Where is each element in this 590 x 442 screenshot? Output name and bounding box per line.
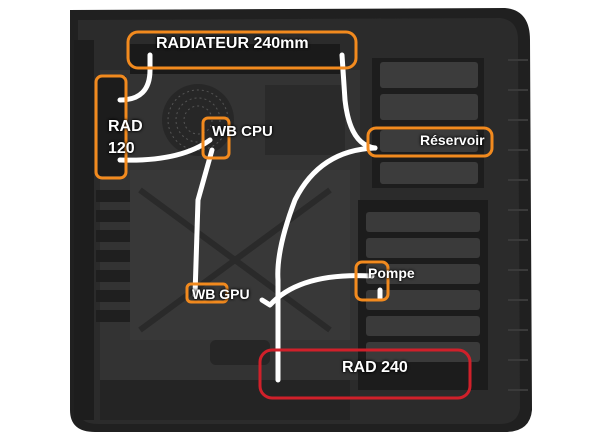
highlight-wb-gpu (185, 282, 229, 304)
component-highlights (94, 30, 494, 400)
highlight-wb-cpu (201, 116, 231, 160)
label-pump: Pompe (368, 265, 415, 281)
highlight-top-radiator (126, 30, 358, 70)
label-rad120-line1: RAD (108, 118, 143, 135)
highlight-reservoir (366, 126, 494, 158)
label-top-radiator: RADIATEUR 240mm (156, 35, 309, 52)
front-bezel-ribs (508, 59, 528, 391)
highlight-rad120 (94, 74, 128, 180)
label-reservoir: Réservoir (420, 132, 485, 148)
label-wb-gpu: WB GPU (192, 286, 250, 302)
label-bottom-radiator: RAD 240 (342, 359, 408, 376)
label-wb-cpu: WB CPU (212, 123, 273, 140)
rear-panel-edge (74, 40, 94, 420)
label-rad120: RAD 120 (108, 116, 143, 160)
highlight-rad240 (258, 348, 472, 400)
psu-area (100, 380, 350, 420)
label-rad120-line2: 120 (108, 140, 135, 157)
optical-bays (372, 58, 484, 188)
highlight-pump (354, 260, 390, 302)
expansion-slots (96, 190, 130, 322)
